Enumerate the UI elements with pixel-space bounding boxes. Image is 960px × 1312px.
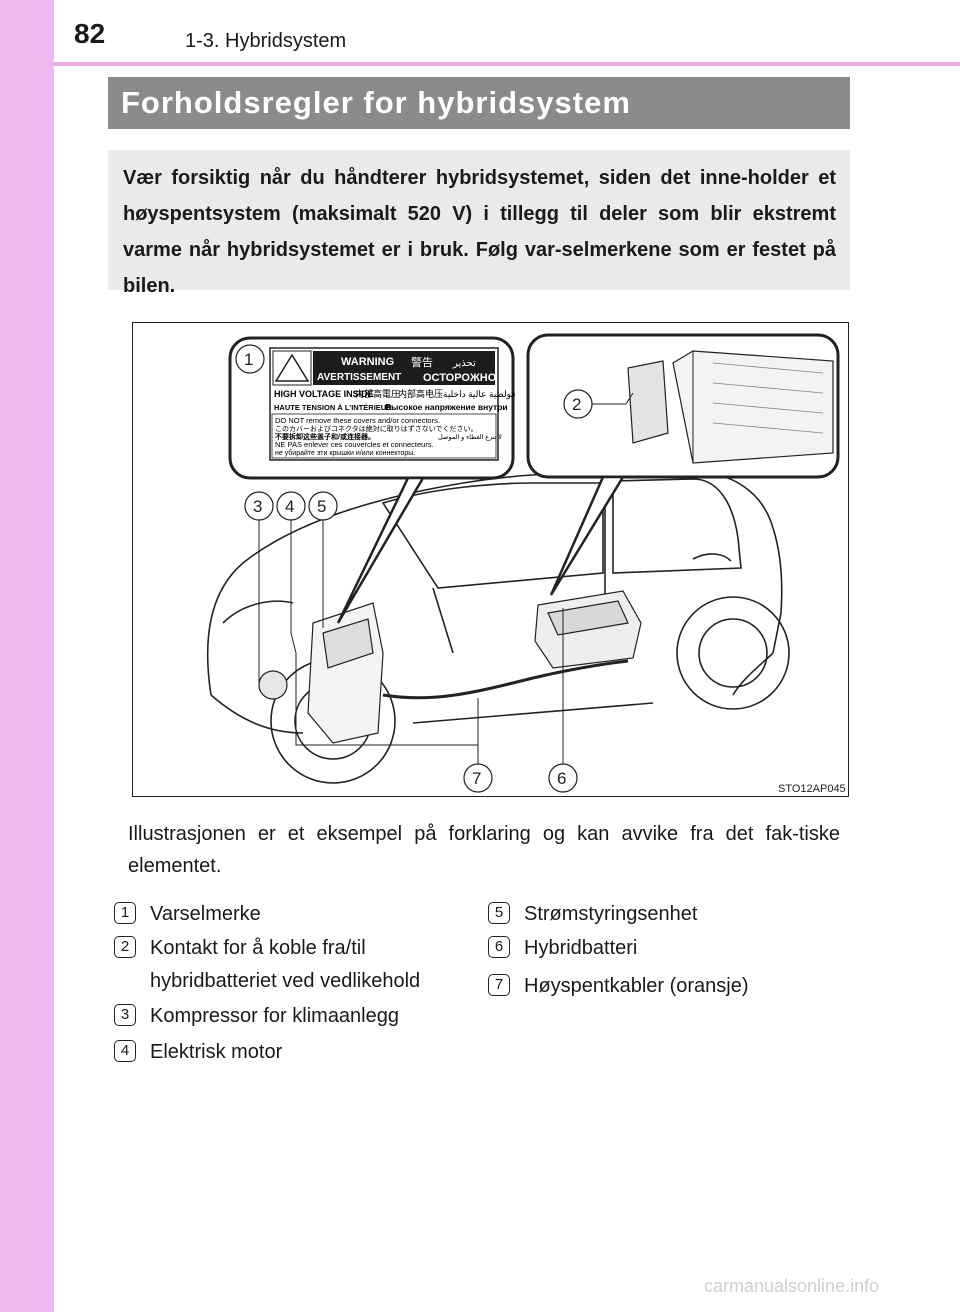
label-en-line: DO NOT remove these covers and/or connec…: [275, 416, 440, 425]
label-ru-warn: ОСТОРОЖНО: [423, 372, 497, 384]
legend-item-7: 7 Høyspentkabler (oransje): [488, 970, 848, 1003]
legend-label-2: Kontakt for å koble fra/til hybridbatter…: [150, 937, 421, 992]
section-title: 1-3. Hybridsystem: [185, 30, 347, 52]
legend-number-2: 2: [114, 936, 136, 958]
legend-label-7: Høyspentkabler (oransje): [524, 975, 749, 997]
label-jp-warn: 警告: [411, 355, 433, 369]
header-rule: [54, 62, 960, 66]
label-warning: WARNING: [341, 356, 394, 368]
page-number: 82: [74, 18, 106, 49]
legend-label-5: Strømstyringsenhet: [524, 903, 698, 925]
callout-1: 1: [244, 350, 253, 369]
callout-4: 4: [285, 497, 294, 516]
callout-6: 6: [557, 769, 566, 788]
label-ru-hv: Высокое напряжение внутри: [385, 402, 508, 412]
chapter-side-tab: [0, 0, 54, 1312]
battery-unit: [534, 590, 642, 669]
legend-item-4: 4 Elektrisk motor: [114, 1036, 474, 1069]
legend-number-4: 4: [114, 1040, 136, 1062]
legend-number-5: 5: [488, 902, 510, 924]
page-heading: Forholdsregler for hybridsystem: [108, 77, 850, 129]
service-plug-detail-bubble: [526, 333, 840, 596]
legend-label-6: Hybridbatteri: [524, 937, 638, 959]
figure-code: STO12AP045: [778, 783, 846, 795]
label-detail-bubble: WARNING AVERTISSEMENT 警告 تحذير ОСТОРОЖНО…: [228, 336, 516, 624]
legend-number-6: 6: [488, 936, 510, 958]
leader-lines: [258, 392, 634, 764]
figure-caption: Illustrasjonen er et eksempel på forklar…: [128, 823, 840, 877]
callout-5: 5: [317, 497, 326, 516]
label-ar-line: لا تنزع الغطاء و الموصل: [438, 433, 502, 441]
label-cn-line: 不要拆卸这些盖子和/或连接器。: [275, 432, 375, 441]
footer-watermark: carmanualsonline.info: [704, 1276, 880, 1296]
label-fr-line: NE PAS enlever ces couvercles et connect…: [275, 440, 434, 449]
legend-label-3: Kompressor for klimaanlegg: [150, 1005, 399, 1027]
label-ar-hv: فولطية عالية داخلية: [443, 389, 516, 400]
label-cn-hv: 内部高电压: [398, 388, 443, 399]
legend-label-4: Elektrisk motor: [150, 1041, 283, 1063]
legend-item-1: 1 Varselmerke: [114, 898, 474, 931]
legend-item-6: 6 Hybridbatteri: [488, 932, 848, 965]
legend-number-7: 7: [488, 974, 510, 996]
legend-item-2: 2 Kontakt for å koble fra/til hybridbatt…: [114, 932, 474, 998]
callout-2: 2: [572, 395, 581, 414]
label-jp-hv: 内部高電圧: [355, 388, 400, 399]
intro-box: Vær forsiktig når du håndterer hybridsys…: [108, 150, 850, 297]
legend-item-5: 5 Strømstyringsenhet: [488, 898, 848, 931]
motor-unit: [258, 602, 384, 744]
callout-3: 3: [253, 497, 262, 516]
callout-markers: 1 2 3 4 5 6 7: [235, 344, 593, 793]
legend-number-1: 1: [114, 902, 136, 924]
label-ru-line: не убирайте эти крышки и/или коннекторы.: [275, 449, 415, 457]
label-ar-warn: تحذير: [452, 358, 476, 369]
legend-label-1: Varselmerke: [150, 903, 261, 925]
legend-number-3: 3: [114, 1004, 136, 1026]
callout-7: 7: [472, 769, 481, 788]
hv-cable: [382, 659, 629, 700]
intro-text: Vær forsiktig når du håndterer hybridsys…: [123, 167, 836, 297]
label-fr-hv: HAUTE TENSION À L'INTÉRIEUR: [274, 403, 392, 412]
label-avert: AVERTISSEMENT: [317, 372, 401, 383]
label-jp-line: このカバーおよびコネクタは絶対に取りはずさないでください。: [275, 424, 478, 433]
hybrid-system-illustration: WARNING AVERTISSEMENT 警告 تحذير ОСТОРОЖНО…: [132, 322, 849, 797]
legend-item-3: 3 Kompressor for klimaanlegg: [114, 1000, 474, 1033]
label-hv-inside: HIGH VOLTAGE INSIDE: [274, 389, 374, 399]
